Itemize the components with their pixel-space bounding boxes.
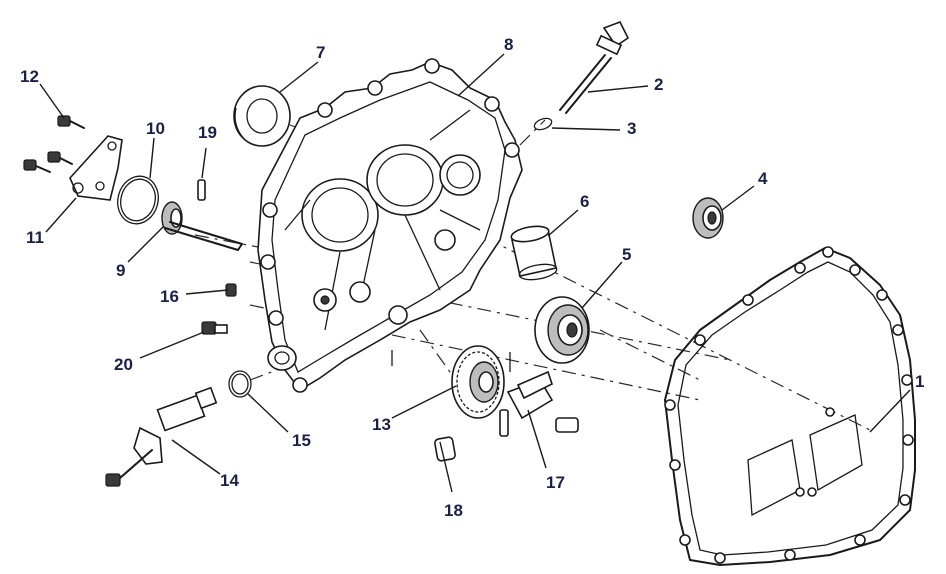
part-20-bolt — [201, 321, 228, 335]
part-9-governor-shaft — [161, 201, 243, 251]
callout-2: 2 — [654, 75, 663, 94]
callout-20: 20 — [114, 355, 133, 374]
part-8-crankcase-cover — [257, 58, 523, 393]
part-10-o-ring — [117, 175, 159, 225]
callout-9: 9 — [116, 261, 125, 280]
part-15-o-ring — [228, 370, 252, 398]
callout-7: 7 — [316, 43, 325, 62]
callout-15: 15 — [292, 431, 311, 450]
part-3-o-ring — [533, 117, 553, 131]
callout-12: 12 — [20, 67, 39, 86]
callout-5: 5 — [622, 245, 631, 264]
part-6-bushing — [510, 225, 558, 281]
callout-16: 16 — [160, 287, 179, 306]
callout-4: 4 — [758, 169, 768, 188]
callout-1: 1 — [915, 372, 924, 391]
callout-labels: 1 2 3 4 5 6 7 8 9 10 11 12 13 14 15 16 1… — [20, 35, 924, 520]
part-13-governor-gear — [451, 345, 505, 419]
callout-8: 8 — [504, 35, 513, 54]
part-1-cover-gasket — [664, 246, 916, 566]
part-5-main-bearing — [534, 296, 590, 364]
callout-19: 19 — [198, 123, 217, 142]
part-2-dipstick — [559, 20, 630, 114]
callout-13: 13 — [372, 415, 391, 434]
callout-14: 14 — [220, 471, 239, 490]
callout-6: 6 — [580, 192, 589, 211]
part-7-oil-seal — [233, 85, 291, 147]
part-12-bolts — [23, 115, 85, 173]
callout-3: 3 — [627, 119, 636, 138]
part-19-pin — [197, 179, 206, 201]
leader-lines — [39, 53, 911, 493]
part-14-governor-arm-assembly — [105, 386, 218, 487]
part-11-bracket-plate — [69, 135, 123, 201]
part-17-governor-lever — [499, 370, 579, 437]
callout-17: 17 — [546, 473, 565, 492]
callout-10: 10 — [146, 119, 165, 138]
part-4-ball-bearing — [692, 197, 724, 239]
callout-18: 18 — [444, 501, 463, 520]
callout-11: 11 — [26, 228, 44, 247]
